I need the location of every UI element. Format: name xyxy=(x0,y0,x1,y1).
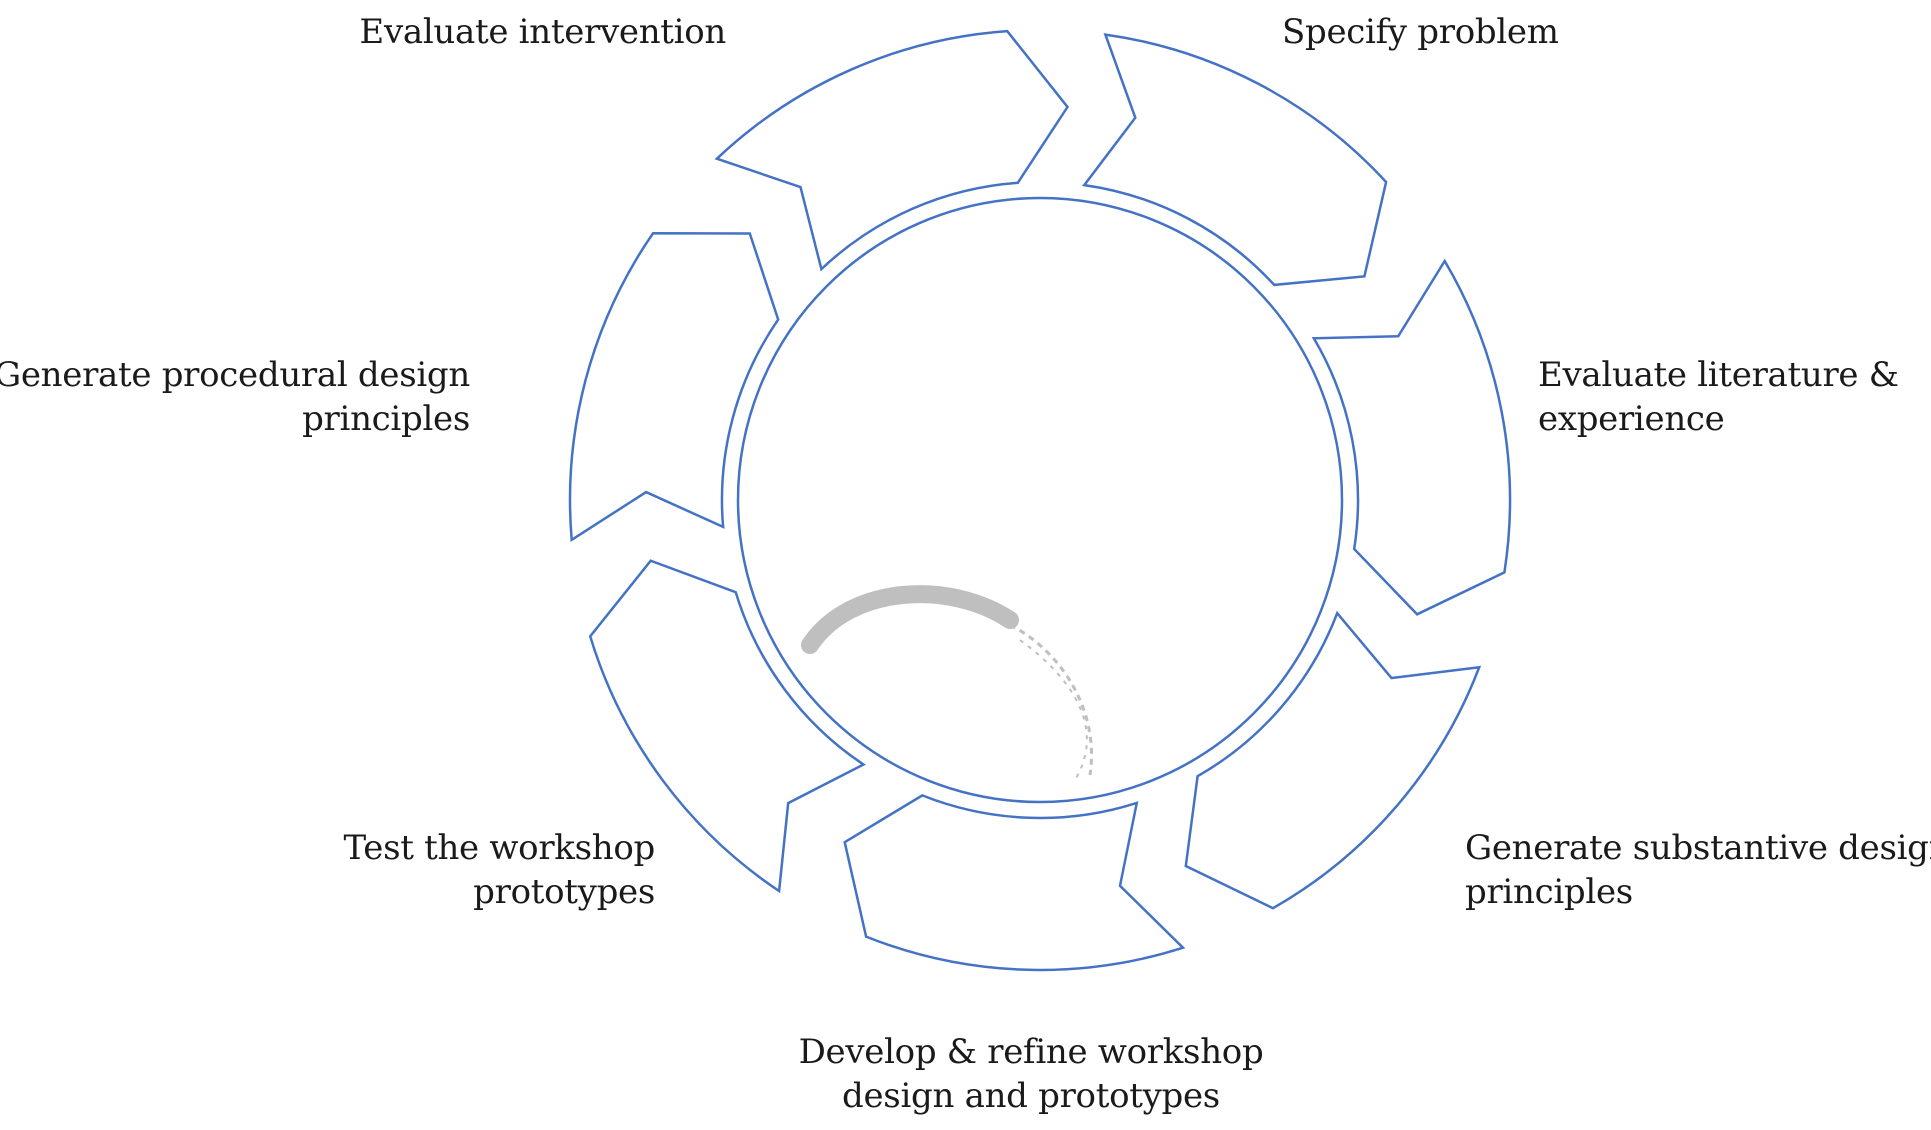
label-line: principles xyxy=(302,399,470,439)
arrow-segment-evaluate-intervention xyxy=(714,29,1070,272)
label-line: Specify problem xyxy=(1282,12,1559,52)
arrow-segment-test-prototypes xyxy=(588,559,866,894)
label-line: experience xyxy=(1538,399,1725,439)
arrow-segment-specify-problem xyxy=(1082,33,1388,287)
label-line: Generate substantive design xyxy=(1465,828,1931,868)
step-label-evaluate-literature: Evaluate literature & experience xyxy=(1538,353,1899,441)
arrow-segment-generate-substantive xyxy=(1184,610,1482,910)
step-label-specify-problem: Specify problem xyxy=(1282,10,1559,54)
label-line: principles xyxy=(1465,872,1633,912)
arrow-segment-develop-refine xyxy=(843,794,1186,972)
cycle-arrows xyxy=(568,29,1512,972)
step-label-generate-substantive: Generate substantive design principles xyxy=(1465,826,1931,914)
label-line: prototypes xyxy=(473,872,655,912)
step-label-test-prototypes: Test the workshop prototypes xyxy=(343,826,656,914)
faded-arc-remnant xyxy=(801,585,1093,781)
step-label-evaluate-intervention: Evaluate intervention xyxy=(359,10,726,54)
label-line: Test the workshop xyxy=(343,828,656,868)
label-line: Generate procedural design xyxy=(0,355,470,395)
step-label-develop-refine: Develop & refine workshop design and pro… xyxy=(786,1030,1276,1118)
arrow-segment-generate-procedural xyxy=(568,232,780,542)
label-line: Evaluate intervention xyxy=(359,12,726,52)
arrow-segment-evaluate-literature xyxy=(1311,258,1512,616)
step-label-generate-procedural: Generate procedural design principles xyxy=(0,353,470,441)
label-line: design and prototypes xyxy=(842,1076,1220,1116)
label-line: Develop & refine workshop xyxy=(798,1032,1264,1072)
inner-circle xyxy=(736,196,1344,804)
label-line: Evaluate literature & xyxy=(1538,355,1899,395)
